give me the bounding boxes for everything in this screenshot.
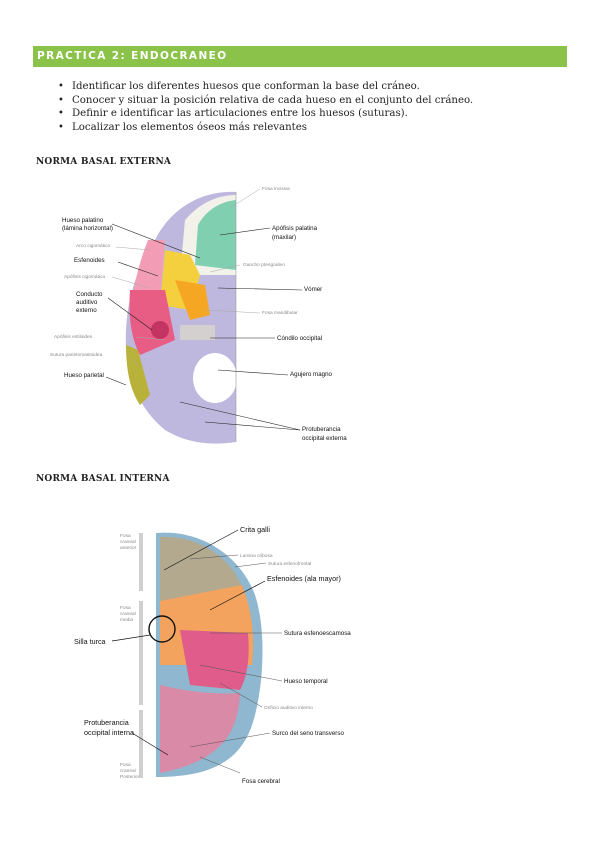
label-sutura-parieto: Sutura parietomastoidea	[50, 352, 103, 358]
skull-base-internal-figure: Fosa craneal anterior Fosa craneal media…	[74, 525, 351, 785]
label-fosa-anterior-2: craneal	[120, 539, 136, 545]
label-palatino-2: (lámina horizontal)	[62, 225, 113, 232]
label-fosa-posterior-1: Fosa	[120, 762, 131, 768]
label-lamina-cribosa: Lamina cribosa	[240, 553, 273, 559]
label-fosa-incisiva: Fosa incisiva	[262, 186, 290, 192]
banner-title: PRACTICA 2: ENDOCRANEO	[37, 50, 228, 62]
label-surco: Surco del seno transverso	[272, 730, 344, 737]
label-vomer: Vómer	[304, 286, 322, 293]
label-palatino-1: Hueso palatino	[62, 217, 104, 224]
label-hueso-temporal: Hueso temporal	[284, 678, 328, 685]
section-title-externa: NORMA BASAL EXTERNA	[36, 157, 172, 167]
objective-item: Definir e identificar las articulaciones…	[58, 107, 473, 121]
foramen-magnum-shape	[193, 353, 237, 403]
label-sutura-esfenofrontal: Sutura esfenofrontal	[268, 561, 311, 567]
label-esfenoides-ala: Esfenoides (ala mayor)	[267, 574, 341, 583]
section-title-interna: NORMA BASAL INTERNA	[36, 474, 170, 484]
label-fosa-anterior-3: anterior	[120, 545, 137, 551]
label-fosa-posterior-3: Posterior	[120, 774, 140, 780]
label-silla-turca: Silla turca	[74, 637, 106, 646]
label-apofisis-palatina-1: Apófisis palatina	[272, 225, 318, 232]
silla-turca-circle[interactable]	[148, 615, 176, 643]
auditory-canal-mark	[151, 321, 169, 339]
label-fosa-anterior-1: Fosa	[120, 533, 131, 539]
objective-item: Identificar los diferentes huesos que co…	[58, 80, 473, 94]
label-conducto-2: auditivo	[76, 299, 98, 306]
bracket-fosa-anterior	[139, 533, 143, 591]
skull-base-external-figure: Fosa incisiva Hueso palatino (lámina hor…	[50, 186, 347, 444]
label-crita-galli: Crita galli	[240, 525, 270, 534]
temporal-region	[129, 290, 175, 355]
label-esfenoides: Esfenoides	[74, 257, 105, 264]
label-fosa-cerebral: Fosa cerebral	[242, 778, 280, 785]
palate-region	[195, 200, 236, 270]
label-apofisis-cigomatica: Apófisis cigomática	[64, 274, 105, 280]
pterygoid-region	[175, 280, 210, 320]
label-conducto-1: Conducto	[76, 291, 103, 298]
label-protuberancia-1: Protuberancia	[302, 426, 341, 433]
label-conducto-3: externo	[76, 307, 97, 314]
objectives-list: Identificar los diferentes huesos que co…	[58, 80, 473, 134]
label-fosa-media-3: media	[120, 617, 133, 623]
label-fosa-media-2: craneal	[120, 611, 136, 617]
mandibular-fossa-region	[180, 325, 215, 340]
section-banner: PRACTICA 2: ENDOCRANEO	[33, 46, 567, 67]
bracket-fosa-posterior	[139, 710, 143, 778]
label-orificio-auditivo: Orificio auditivo interno	[264, 705, 313, 711]
label-fosa-mandibular: Fosa mandibular	[262, 310, 298, 316]
posterior-fossa-region	[160, 685, 240, 773]
label-fosa-posterior-2: craneal	[120, 768, 136, 774]
label-condilo: Cóndilo occipital	[277, 335, 322, 342]
label-fosa-media-1: Fosa	[120, 605, 131, 611]
label-sutura-esfenoescamosa: Sutura esfenoescamosa	[284, 630, 351, 637]
label-protuberancia-1: Protuberancia	[84, 718, 129, 727]
objective-item: Conocer y situar la posición relativa de…	[58, 94, 473, 108]
temporal-region	[180, 630, 249, 690]
objective-item: Localizar los elementos óseos más releva…	[58, 121, 473, 135]
label-protuberancia-2: occipital interna	[84, 728, 134, 737]
label-arco-cigomatico: Arco cigomático	[76, 243, 110, 249]
label-apofisis-palatina-2: (maxilar)	[272, 234, 296, 241]
bracket-fosa-media	[139, 601, 143, 705]
label-apofisis-estiloides: Apófisis estiloides	[54, 334, 93, 340]
label-protuberancia-2: occipital externa	[302, 435, 347, 442]
label-hueso-parietal: Hueso parietal	[64, 372, 104, 379]
anterior-fossa-region	[160, 536, 242, 601]
label-agujero: Agujero magno	[290, 371, 333, 378]
label-gancho: Gancho pterigoideo	[243, 262, 285, 268]
